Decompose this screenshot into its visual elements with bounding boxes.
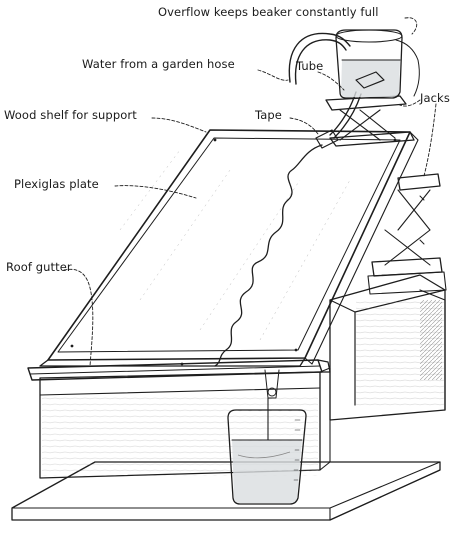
collection-beaker (227, 397, 307, 505)
roof-gutter (27, 359, 331, 399)
lab-jacks (325, 95, 447, 295)
label-garden-hose: Water from a garden hose (82, 57, 235, 71)
water-meander (214, 144, 323, 367)
label-roof-gutter: Roof gutter (6, 260, 72, 274)
garden-hose (288, 32, 351, 85)
tape-strip (315, 129, 339, 149)
label-jacks: Jacks (420, 91, 450, 105)
label-overflow: Overflow keeps beaker constantly full (158, 5, 379, 19)
label-wood-shelf: Wood shelf for support (4, 108, 137, 122)
leader-lines (63, 17, 437, 367)
overflow-beaker (335, 29, 420, 99)
rear-support-box (329, 274, 446, 421)
label-tube: Tube (296, 59, 324, 73)
label-tape: Tape (255, 108, 282, 122)
label-plexiglas-plate: Plexiglas plate (14, 177, 99, 191)
